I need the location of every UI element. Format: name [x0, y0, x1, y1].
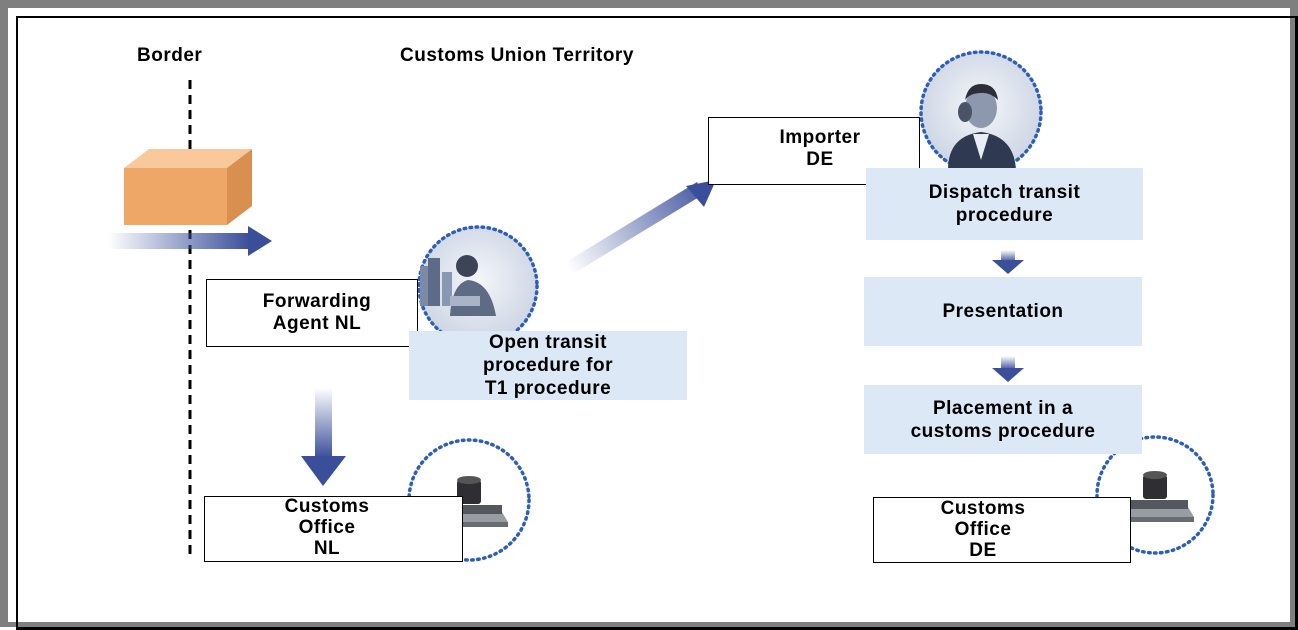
- step-arrow-2: [992, 356, 1024, 382]
- agent-to-customs-arrow: [301, 388, 346, 486]
- step-placement-line-1: Placement in a: [932, 397, 1074, 419]
- step-presentation: Presentation: [864, 277, 1142, 346]
- forwarding-agent-label: Forwarding Agent NL: [222, 291, 412, 335]
- step-dispatch-transit-line-1: Dispatch transit: [928, 182, 1081, 203]
- customs-office-de-label: Customs Office DE: [928, 498, 1038, 561]
- customs-office-de-line-2: Office: [954, 519, 1012, 540]
- step-open-transit-line-3: T1 procedure: [484, 378, 612, 399]
- customs-office-de-line-1: Customs: [940, 498, 1026, 519]
- goods-arrow: [108, 226, 272, 256]
- step-open-transit-line-1: Open transit: [489, 332, 607, 353]
- customs-office-de-line-3: DE: [969, 540, 997, 561]
- step-dispatch-transit: Dispatch transit procedure: [866, 168, 1143, 240]
- importer-line-1: Importer: [779, 127, 861, 148]
- step-placement-line-2: customs procedure: [910, 420, 1096, 442]
- customs-office-de-box: [873, 497, 1131, 563]
- forwarding-agent-box: [206, 279, 418, 347]
- step-placement: Placement in a customs procedure: [864, 385, 1142, 454]
- forwarding-agent-line-1: Forwarding: [262, 291, 372, 312]
- step-open-transit: Open transit procedure for T1 procedure: [409, 331, 687, 400]
- territory-label: Customs Union Territory: [400, 45, 634, 66]
- step-dispatch-transit-line-2: procedure: [955, 205, 1054, 226]
- package-box-icon: [124, 149, 252, 225]
- agent-to-importer-arrow: [566, 180, 716, 274]
- customs-office-nl-line-2: Office: [298, 517, 356, 538]
- importer-person-photo-icon: [919, 50, 1043, 174]
- step-presentation-line-1: Presentation: [942, 301, 1064, 322]
- importer-label: Importer DE: [760, 127, 880, 171]
- border-label: Border: [137, 45, 203, 66]
- step-open-transit-line-2: procedure for: [482, 355, 614, 376]
- customs-office-nl-line-3: NL: [313, 538, 341, 559]
- forwarding-agent-line-2: Agent NL: [272, 313, 362, 334]
- importer-line-2: DE: [806, 149, 834, 170]
- customs-office-nl-label: Customs Office NL: [272, 496, 382, 559]
- step-arrow-1: [992, 250, 1024, 274]
- customs-office-nl-box: [204, 496, 463, 562]
- forwarding-agent-photo-icon: [417, 225, 539, 347]
- customs-office-nl-line-1: Customs: [284, 496, 370, 517]
